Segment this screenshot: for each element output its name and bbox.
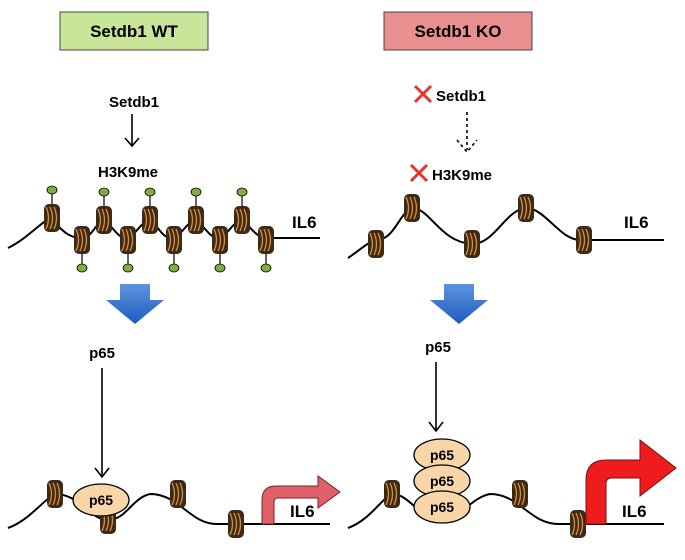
wt-down-arrow xyxy=(106,284,164,324)
wt-header-label: Setdb1 WT xyxy=(90,22,178,41)
ko-setdb1-label: Setdb1 xyxy=(436,88,486,105)
ko-il6-label-top: IL6 xyxy=(624,213,649,232)
nucleosome xyxy=(384,480,400,508)
wt-header-box xyxy=(59,11,209,51)
methyl-mark xyxy=(168,254,180,273)
nucleosome xyxy=(518,194,534,222)
nucleosome xyxy=(96,206,112,234)
ko-p65-bound-label-1: p65 xyxy=(430,447,454,463)
methyl-mark xyxy=(214,254,226,273)
nucleosome xyxy=(47,480,63,508)
ko-header-label: Setdb1 KO xyxy=(415,22,502,41)
wt-bottom-nucleosome-group xyxy=(47,480,244,538)
nucleosome xyxy=(576,226,592,254)
wt-il6-label-top: IL6 xyxy=(292,213,317,232)
ko-p65-stack: p65 p65 p65 xyxy=(413,438,471,524)
wt-p65-arrow xyxy=(94,368,110,479)
nucleosome xyxy=(170,480,186,508)
nucleosome xyxy=(570,510,586,538)
nucleosome xyxy=(512,480,528,508)
nucleosome xyxy=(464,230,480,258)
ko-dotted-arrow xyxy=(456,112,478,154)
nucleosome xyxy=(188,206,204,234)
nucleosome xyxy=(368,230,384,258)
methyl-mark xyxy=(122,254,134,273)
methyl-mark xyxy=(144,187,156,206)
wt-h3k9me-label: H3K9me xyxy=(98,164,158,181)
methyl-mark xyxy=(76,254,88,273)
ko-down-arrow xyxy=(430,284,488,324)
nucleosome xyxy=(44,204,60,232)
nucleosome xyxy=(404,194,420,222)
nucleosome xyxy=(142,206,158,234)
ko-p65-label: p65 xyxy=(425,339,451,356)
methyl-mark xyxy=(98,187,110,206)
nucleosome xyxy=(234,206,250,234)
nucleosome xyxy=(258,226,274,254)
ko-header-box xyxy=(383,11,533,51)
nucleosome xyxy=(74,226,90,254)
ko-setdb1-cross-icon xyxy=(413,84,433,104)
ko-h3k9me-label: H3K9me xyxy=(432,167,492,184)
ko-p65-bound-1: p65 xyxy=(413,438,471,472)
ko-transcription-arrow xyxy=(585,438,677,525)
ko-chromatin-top: IL6 xyxy=(347,206,664,259)
nucleosome xyxy=(212,226,228,254)
ko-nucleosome-group xyxy=(368,194,592,258)
ko-il6-label-bottom: IL6 xyxy=(622,502,647,521)
ko-p65-bound-2: p65 xyxy=(413,464,471,498)
methyl-mark xyxy=(236,187,248,206)
wt-nucleosome-group xyxy=(44,185,274,273)
nucleosome xyxy=(166,226,182,254)
ko-p65-bound-3: p65 xyxy=(413,490,471,524)
nucleosome xyxy=(120,226,136,254)
methyl-mark xyxy=(260,254,272,273)
ko-p65-bound-label-3: p65 xyxy=(430,499,454,515)
methyl-mark xyxy=(190,187,202,206)
wt-setdb1-arrow xyxy=(124,114,140,148)
ko-p65-arrow xyxy=(428,362,444,433)
ko-h3k9me-cross-icon xyxy=(409,163,429,183)
ko-bottom-nucleosome-group xyxy=(384,480,586,538)
wt-panel: Setdb1 WT Setdb1 H3K9me IL6 p65 IL6 p65 xyxy=(7,11,341,538)
wt-il6-label-bottom: IL6 xyxy=(290,502,315,521)
wt-setdb1-label: Setdb1 xyxy=(109,94,159,111)
wt-transcription-arrow xyxy=(261,475,341,525)
wt-p65-label: p65 xyxy=(89,345,115,362)
nucleosome xyxy=(228,510,244,538)
methyl-mark xyxy=(46,185,58,204)
wt-p65-bound-label: p65 xyxy=(89,492,113,508)
wt-p65-bound: p65 xyxy=(72,483,130,517)
ko-p65-bound-label-2: p65 xyxy=(430,473,454,489)
ko-panel: Setdb1 KO Setdb1 H3K9me IL6 p65 IL xyxy=(347,11,677,538)
